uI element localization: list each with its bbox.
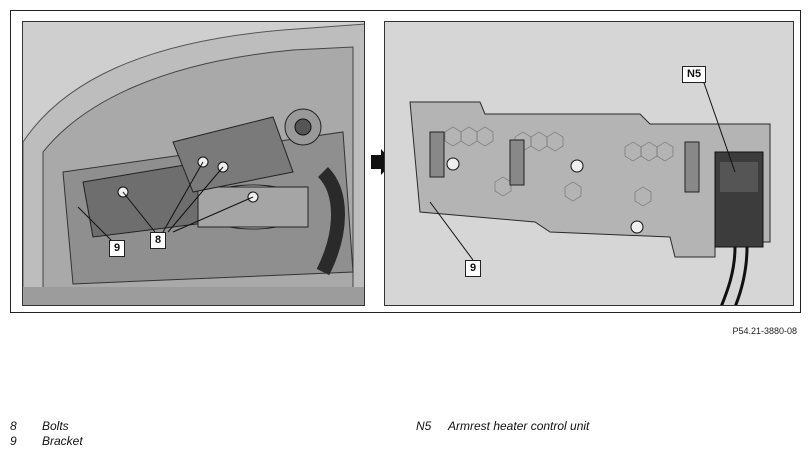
legend-item: N5 Armrest heater control unit [416,419,589,434]
figure-frame: 8 9 [10,10,801,313]
callout-n5-control-unit: N5 [682,66,707,83]
legend-label: Bracket [42,434,83,448]
legend-label: Bolts [42,419,69,433]
bracket-illustration [385,22,793,305]
figure-reference-code: P54.21-3880-08 [732,326,797,336]
legend-number: 9 [10,434,17,448]
legend-right: N5 Armrest heater control unit [416,419,589,434]
legend-left: 8 Bolts 9 Bracket [10,419,83,449]
legend-label: Armrest heater control unit [448,419,590,433]
legend-number: 8 [10,419,17,433]
left-illustration-panel: 8 9 [22,21,365,306]
legend-item: 8 Bolts [10,419,83,434]
callout-9-bracket-right: 9 [465,260,482,277]
legend-number: N5 [416,419,432,433]
callout-8-bolts: 8 [150,232,167,249]
callout-9-bracket-left: 9 [109,240,126,257]
door-interior-illustration [23,22,364,305]
right-illustration-panel: N5 9 [384,21,794,306]
legend-item: 9 Bracket [10,434,83,449]
right-arrow-icon [371,149,393,175]
